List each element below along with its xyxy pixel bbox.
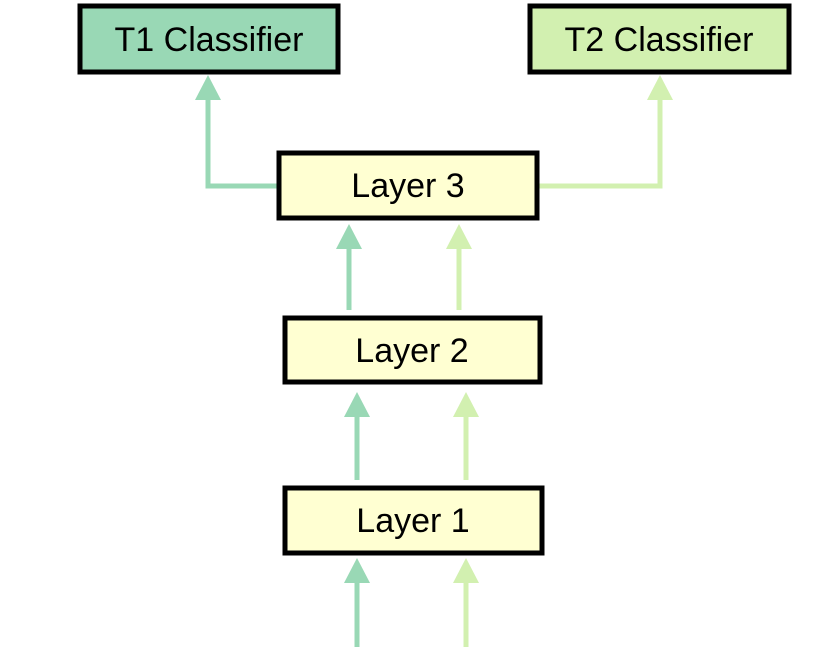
layer1-node: Layer 1	[282, 485, 545, 556]
arrowhead-t1-classifier	[195, 75, 221, 100]
layer2-node: Layer 2	[282, 315, 543, 385]
layer2-box	[282, 315, 543, 385]
layer3-label: Layer 3	[351, 167, 464, 205]
arrowhead-input-layer1-t2	[453, 558, 479, 583]
arrowhead-layer1-layer2-t2	[453, 392, 479, 417]
arrowhead-layer1-layer2-t1	[344, 392, 370, 417]
t1-stream	[195, 75, 370, 647]
t2-classifier-label: T2 Classifier	[565, 21, 754, 59]
edge-layer3-t2-classifier	[538, 96, 663, 189]
layer3-box	[276, 150, 540, 221]
arrowhead-t2-classifier	[647, 75, 673, 100]
t2-classifier-node: T2 Classifier	[527, 3, 792, 75]
t2-stream	[446, 75, 673, 647]
t2-classifier-box	[527, 3, 792, 75]
arrowhead-input-layer1-t1	[344, 558, 370, 583]
arrowhead-layer2-layer3-t2	[446, 224, 472, 249]
layer2-label: Layer 2	[355, 332, 468, 370]
t1-classifier-node: T1 Classifier	[77, 3, 341, 75]
t1-classifier-label: T1 Classifier	[115, 21, 304, 59]
layer1-box	[282, 485, 545, 556]
layer1-label: Layer 1	[356, 502, 469, 540]
t1-classifier-box	[77, 3, 341, 75]
arrowhead-layer2-layer3-t1	[336, 224, 362, 249]
edge-layer3-t1-classifier	[205, 96, 278, 189]
layer3-node: Layer 3	[276, 150, 540, 221]
